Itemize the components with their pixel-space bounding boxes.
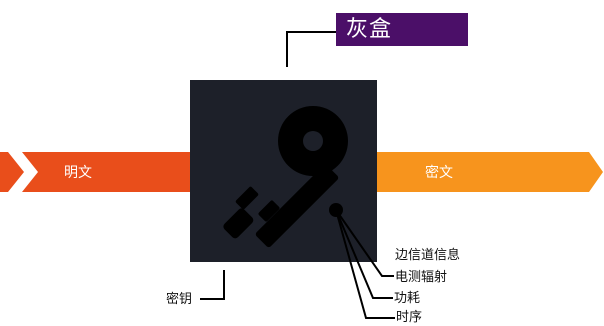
plaintext-arrow-band (0, 152, 190, 192)
key-icon (223, 106, 348, 248)
side-channel-item-radiation: 电测辐射 (395, 270, 448, 285)
side-channel-heading: 边信道信息 (395, 248, 461, 263)
side-channel-item-power: 功耗 (394, 291, 421, 306)
ciphertext-chevron-icon (589, 152, 604, 192)
plaintext-label: 明文 (64, 165, 92, 181)
title-connector (286, 31, 336, 67)
ciphertext-label: 密文 (425, 165, 453, 181)
key-connector (200, 270, 225, 300)
ciphertext-arrow-band (377, 152, 604, 192)
ciphertext-arrow (377, 152, 604, 192)
side-channel-item-timing: 时序 (396, 310, 423, 325)
key-label: 密钥 (166, 292, 193, 307)
title-text: 灰盒 (346, 17, 393, 42)
plaintext-chevron-icon (8, 152, 38, 192)
title-box: 灰盒 (336, 13, 468, 46)
plaintext-arrow (0, 152, 190, 192)
gray-box (190, 80, 377, 262)
